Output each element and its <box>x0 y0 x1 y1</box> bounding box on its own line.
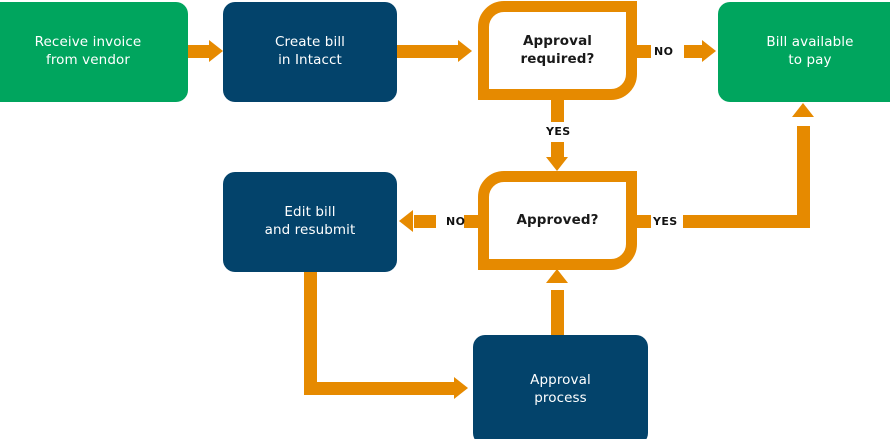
node-bill-available[interactable]: Bill available to pay <box>718 2 890 102</box>
edge-approvalreq-yes-line <box>551 142 564 158</box>
edge-editbill-to-process-horizontal <box>304 382 455 395</box>
edge-approved-no-arrowhead <box>399 210 413 232</box>
node-approved[interactable]: Approved? <box>478 171 637 270</box>
edge-label-no-top: NO <box>654 45 674 58</box>
edge-receive-to-create-line <box>188 45 210 58</box>
node-edit-bill[interactable]: Edit bill and resubmit <box>223 172 397 272</box>
node-bill-available-label: Bill available to pay <box>766 34 854 68</box>
node-approval-process[interactable]: Approval process <box>473 335 648 439</box>
node-approval-required[interactable]: Approval required? <box>478 1 637 100</box>
node-create-bill-label: Create bill in Intacct <box>274 34 346 68</box>
edge-label-yes-down: YES <box>546 125 571 138</box>
edge-label-yes-right: YES <box>653 215 678 228</box>
node-edit-bill-label: Edit bill and resubmit <box>264 204 356 238</box>
edge-create-to-approvalreq-arrowhead <box>458 40 472 62</box>
edge-approvalreq-yes-arrowhead <box>546 157 568 171</box>
edge-approvalreq-no-stub <box>637 45 651 58</box>
edge-approved-no-line <box>414 215 436 228</box>
node-create-bill[interactable]: Create bill in Intacct <box>223 2 397 102</box>
edge-approved-yes-horizontal <box>683 215 810 228</box>
edge-receive-to-create-arrowhead <box>209 40 223 62</box>
edge-create-to-approvalreq-line <box>397 45 459 58</box>
node-receive-invoice-label: Receive invoice from vendor <box>34 34 142 68</box>
node-approval-required-label: Approval required? <box>520 32 595 67</box>
node-approval-process-label: Approval process <box>530 372 591 406</box>
edge-label-no-left: NO <box>446 215 466 228</box>
edge-editbill-to-process-arrowhead <box>454 377 468 399</box>
edge-approvalreq-no-arrowhead <box>702 40 716 62</box>
edge-approved-no-stub <box>464 215 478 228</box>
edge-approved-yes-stub <box>637 215 651 228</box>
edge-approved-yes-arrowhead <box>792 103 814 117</box>
node-approved-label: Approved? <box>516 211 599 228</box>
edge-process-to-approved-arrowhead <box>546 269 568 283</box>
edge-editbill-to-process-vertical <box>304 272 317 385</box>
edge-approvalreq-no-line <box>684 45 703 58</box>
edge-approvalreq-yes-stub <box>551 100 564 122</box>
edge-process-to-approved-line <box>551 290 564 335</box>
node-receive-invoice[interactable]: Receive invoice from vendor <box>0 2 188 102</box>
edge-approved-yes-vertical <box>797 126 810 228</box>
